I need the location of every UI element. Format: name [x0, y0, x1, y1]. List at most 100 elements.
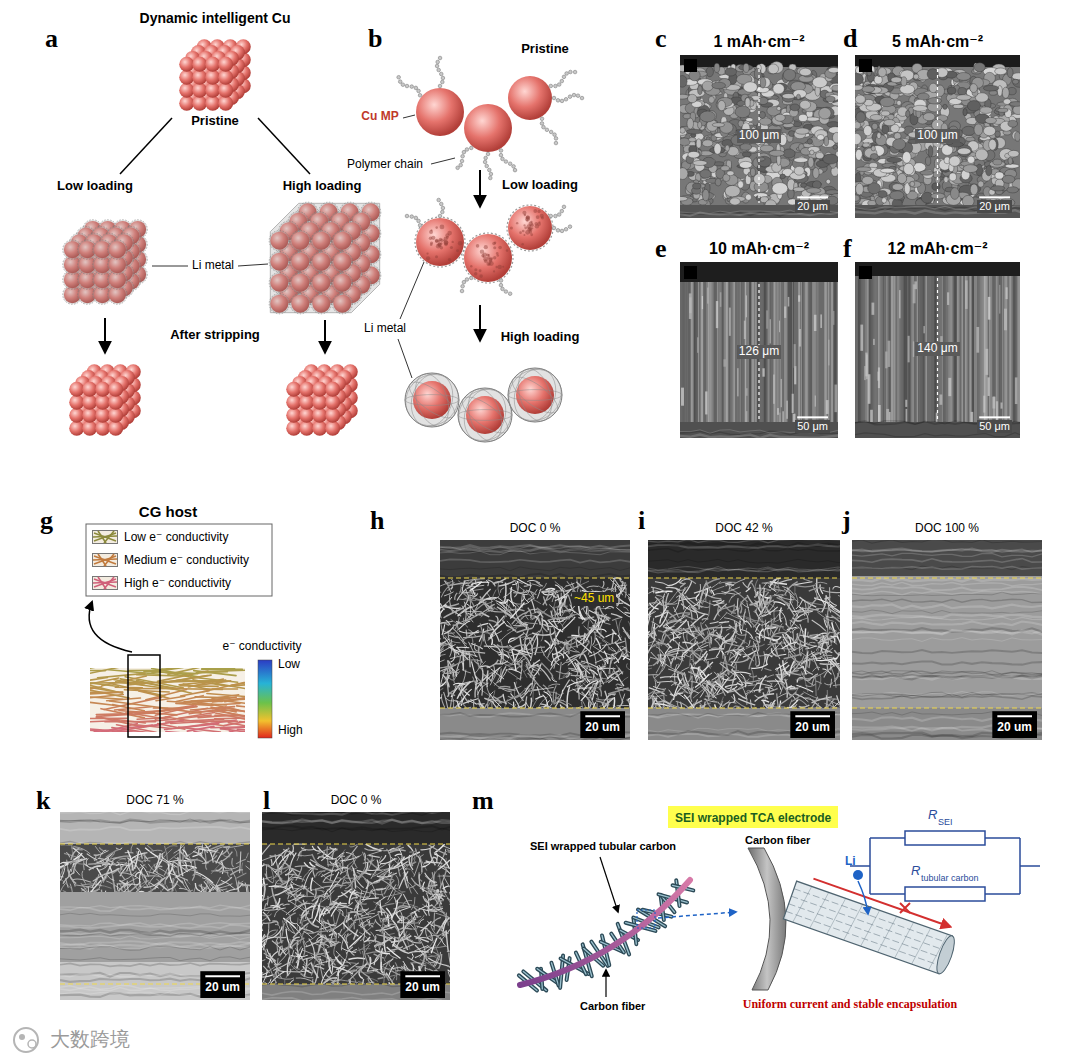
cu-microparticle: [440, 225, 445, 230]
cu-microparticle: [560, 79, 564, 83]
carbon-fiber-mat: [90, 681, 118, 687]
cu-cube: [269, 272, 289, 292]
micrograph-texture: [1007, 187, 1019, 193]
micrograph-texture: [742, 152, 751, 157]
cu-microparticle: [552, 226, 556, 230]
cu-microparticle: [529, 228, 532, 231]
micrograph-texture: [758, 97, 768, 104]
cu-microparticle: [507, 371, 563, 419]
carbon-fiber-mat: [162, 668, 190, 669]
micrograph-texture: [780, 174, 785, 179]
carbon-fiber-mat: [107, 698, 141, 701]
micrograph-texture: [799, 114, 808, 121]
cu-microparticle: [545, 128, 549, 132]
cu-cube: [312, 395, 327, 410]
micrograph-texture: [832, 85, 838, 91]
cu-microparticle: [441, 76, 445, 80]
cu-microparticle: [441, 210, 445, 214]
cu-cube: [311, 230, 331, 250]
cu-cube: [192, 70, 207, 85]
cu-microparticle: [451, 241, 453, 243]
carbon-fiber-mat: [140, 719, 175, 721]
cu-microparticle: [508, 162, 512, 166]
micrograph-texture: [943, 104, 948, 109]
panel-heading: 1 mAh·cm⁻²: [713, 33, 804, 51]
micrograph-texture: [769, 150, 784, 156]
micrograph-texture: [777, 106, 781, 110]
micrograph-texture: [807, 139, 812, 144]
micrograph-texture: [783, 69, 795, 81]
panel-g-illustration: [258, 660, 272, 738]
panel-g-illustration: [70, 524, 299, 744]
micrograph-texture: [718, 100, 726, 110]
cu-cube: [192, 57, 207, 72]
micrograph-texture: [790, 104, 800, 111]
carbon-fiber-mat: [137, 680, 192, 693]
cu-microparticle: [479, 274, 483, 278]
micrograph-texture: [700, 170, 711, 179]
micrograph-texture: [696, 139, 701, 148]
cu-cube: [299, 382, 314, 397]
cu-microparticle: [437, 68, 441, 72]
carbon-fiber-mat: [128, 688, 183, 690]
carbon-fiber-mat: [215, 718, 245, 719]
cu-microparticle: [480, 249, 484, 253]
cu-cube: [312, 408, 327, 423]
cu-microparticle: [437, 242, 442, 247]
cu-cube: [205, 70, 220, 85]
cu-microparticle: [465, 148, 469, 152]
micrograph-texture: [687, 118, 694, 129]
cu-microparticle: [415, 217, 465, 267]
cu-microparticle: [486, 152, 490, 156]
cu-microparticle: [501, 157, 505, 161]
cu-microparticle: [464, 234, 512, 282]
panel-a-illustration: [258, 118, 310, 174]
cu-cube: [82, 395, 97, 410]
cu-cube: [69, 421, 84, 436]
cu-microparticle: [498, 246, 502, 250]
micrograph-texture: [793, 187, 805, 191]
cu-microparticle: [435, 64, 439, 68]
cu-microparticle: [435, 255, 438, 258]
cu-microparticle: [430, 229, 432, 231]
cu-cube: [325, 382, 340, 397]
cu-cube: [63, 39, 381, 436]
cu-cube: [218, 83, 233, 98]
cu-microparticle: [536, 215, 540, 219]
cu-cube: [332, 230, 352, 250]
cu-microparticle: [554, 141, 558, 145]
cu-cube: [269, 230, 289, 250]
cu-microparticle: [441, 80, 445, 84]
cu-microparticle: [501, 287, 505, 291]
carbon-fiber-mat: [131, 724, 172, 728]
micrograph-texture: [855, 195, 859, 201]
micrograph-texture: [725, 185, 740, 196]
cu-microparticle: [429, 230, 433, 234]
cu-microparticle: [456, 104, 517, 180]
micrograph-texture: [1012, 79, 1018, 84]
micrograph-texture: [759, 111, 765, 118]
sem-micrograph: [797, 196, 828, 198]
micrograph-texture: [693, 183, 702, 189]
cu-microparticle: [565, 72, 569, 76]
cu-microparticle: [554, 214, 558, 218]
micrograph-texture: [712, 123, 724, 127]
micrograph-texture: [856, 183, 864, 195]
sem-micrograph: [684, 59, 697, 72]
panel-a-illustration: [324, 320, 326, 352]
micrograph-texture: [967, 100, 980, 111]
cu-microparticle: [526, 219, 528, 221]
micrograph-texture: [768, 64, 779, 74]
carbon-fiber-mat: [90, 668, 116, 670]
cu-microparticle: [469, 146, 473, 150]
panel-a-illustration: [120, 118, 172, 174]
watermark-icon: [19, 1034, 25, 1040]
micrograph-texture: [974, 63, 985, 72]
cu-microparticle: [469, 276, 473, 280]
cu-microparticle: [562, 205, 566, 209]
cu-microparticle: [524, 214, 526, 216]
cu-microparticle: [462, 150, 466, 154]
cu-microparticle: [417, 219, 421, 223]
panel-g-illustration: [89, 602, 132, 652]
cu-microparticle: [549, 214, 553, 218]
